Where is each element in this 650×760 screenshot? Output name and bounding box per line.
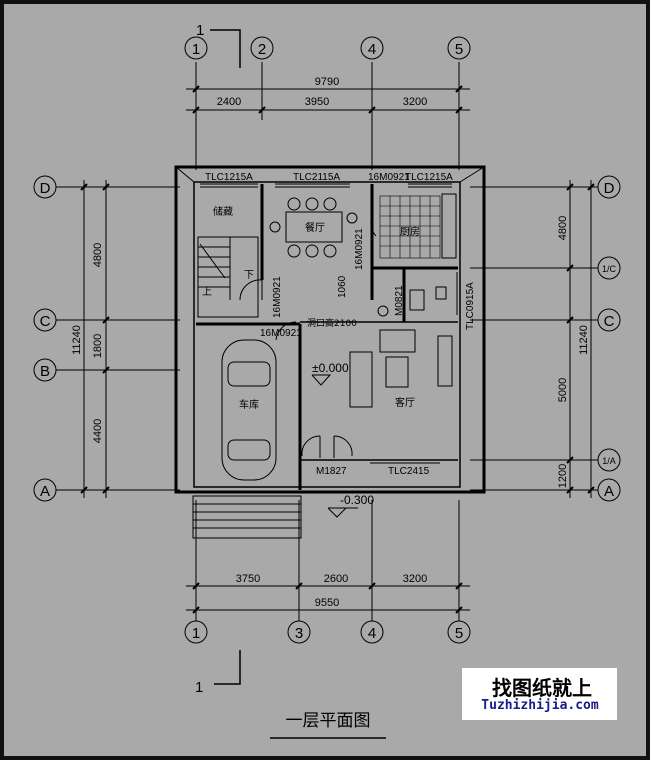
door-16m0921-top: 16M0921: [368, 172, 410, 183]
window-tlc2115a: TLC2115A: [293, 172, 340, 183]
stairs: [197, 236, 259, 318]
axis-right-d: D: [604, 180, 615, 197]
room-kitchen: 厨房: [400, 225, 420, 238]
window-tlc1215a-right: TLC1215A: [405, 172, 453, 183]
room-storage: 储藏: [213, 205, 233, 218]
note-1060: 1060: [337, 275, 348, 298]
dim-bottom-total: 9550: [315, 597, 339, 609]
dim-left-2: 1800: [92, 334, 104, 358]
dim-bottom-2: 2600: [324, 573, 348, 585]
axis-right-c: C: [604, 313, 615, 330]
dim-left-total: 11240: [71, 325, 83, 355]
axis-right-1c: 1/C: [602, 264, 617, 274]
car-icon: [221, 339, 277, 481]
dim-right-total: 11240: [578, 325, 590, 355]
axis-left-b: B: [40, 363, 50, 380]
dim-top-2: 3950: [305, 96, 329, 108]
door-m1827: M1827: [316, 466, 347, 477]
elevation-outdoor: -0.300: [340, 493, 374, 507]
section-marks: [210, 29, 241, 685]
section-mark-bottom: 1: [195, 679, 203, 696]
plan-title: 一层平面图: [285, 711, 371, 731]
room-garage: 车库: [239, 398, 259, 411]
axis-top-5: 5: [455, 41, 463, 58]
dim-top-total: 9790: [315, 76, 339, 88]
note-opening-height: 洞口高2100: [307, 317, 357, 329]
axis-bottom-1: 1: [192, 625, 200, 642]
watermark-url: Tuzhizhijia.com: [481, 698, 599, 713]
axis-top-4: 4: [368, 41, 376, 58]
entrance-steps: [192, 495, 302, 539]
door-16m0921-garage: 16M0921: [260, 328, 302, 339]
axis-top-1: 1: [192, 41, 200, 58]
axis-bottom-5: 5: [455, 625, 463, 642]
dim-bottom-3: 3200: [403, 573, 427, 585]
axis-bubbles: [33, 36, 621, 644]
stair-up: 上: [202, 286, 212, 298]
door-16m0921-kitchen: 16M0921: [354, 228, 365, 270]
axis-left-a: A: [40, 483, 50, 500]
watermark: 找图纸就上 Tuzhizhijia.com: [462, 668, 617, 720]
axis-bottom-4: 4: [368, 625, 376, 642]
elevation-markers: [311, 374, 358, 518]
axis-top-2: 2: [258, 41, 266, 58]
dim-right-1: 4800: [557, 216, 569, 240]
stair-down: 下: [244, 270, 254, 281]
walls: [174, 165, 486, 494]
axis-right-a: A: [604, 483, 614, 500]
dim-top-1: 2400: [217, 96, 241, 108]
window-tlc2415: TLC2415: [388, 466, 430, 477]
axis-left-c: C: [40, 313, 51, 330]
dim-right-2: 5000: [557, 378, 569, 402]
dim-left-3: 4400: [92, 419, 104, 443]
elevation-ground: ±0.000: [312, 361, 349, 375]
dining-table-icon: [269, 197, 358, 258]
room-dining: 餐厅: [305, 221, 325, 234]
axis-bottom-3: 3: [295, 625, 303, 642]
grid-lines: [56, 62, 598, 622]
door-m0821: M0821: [394, 285, 405, 316]
dim-left-1: 4800: [92, 243, 104, 267]
dim-right-3: 1200: [557, 464, 569, 488]
door-swings: [239, 215, 377, 458]
window-tlc1215a-left: TLC1215A: [205, 172, 253, 183]
door-16m0921-stair: 16M0921: [272, 276, 283, 318]
section-mark-top: 1: [196, 22, 204, 39]
dim-top-3: 3200: [403, 96, 427, 108]
room-living: 客厅: [395, 396, 415, 409]
window-marks: [200, 183, 461, 464]
axis-right-1a: 1/A: [602, 456, 616, 466]
dim-ticks: [80, 85, 595, 614]
kitchen-floor-tiles: [379, 193, 457, 259]
living-room-furniture: [349, 286, 453, 408]
watermark-cn: 找图纸就上: [492, 676, 592, 700]
dim-bottom-1: 3750: [236, 573, 260, 585]
axis-left-d: D: [40, 180, 51, 197]
window-tlc0915a: TLC0915A: [465, 282, 476, 330]
